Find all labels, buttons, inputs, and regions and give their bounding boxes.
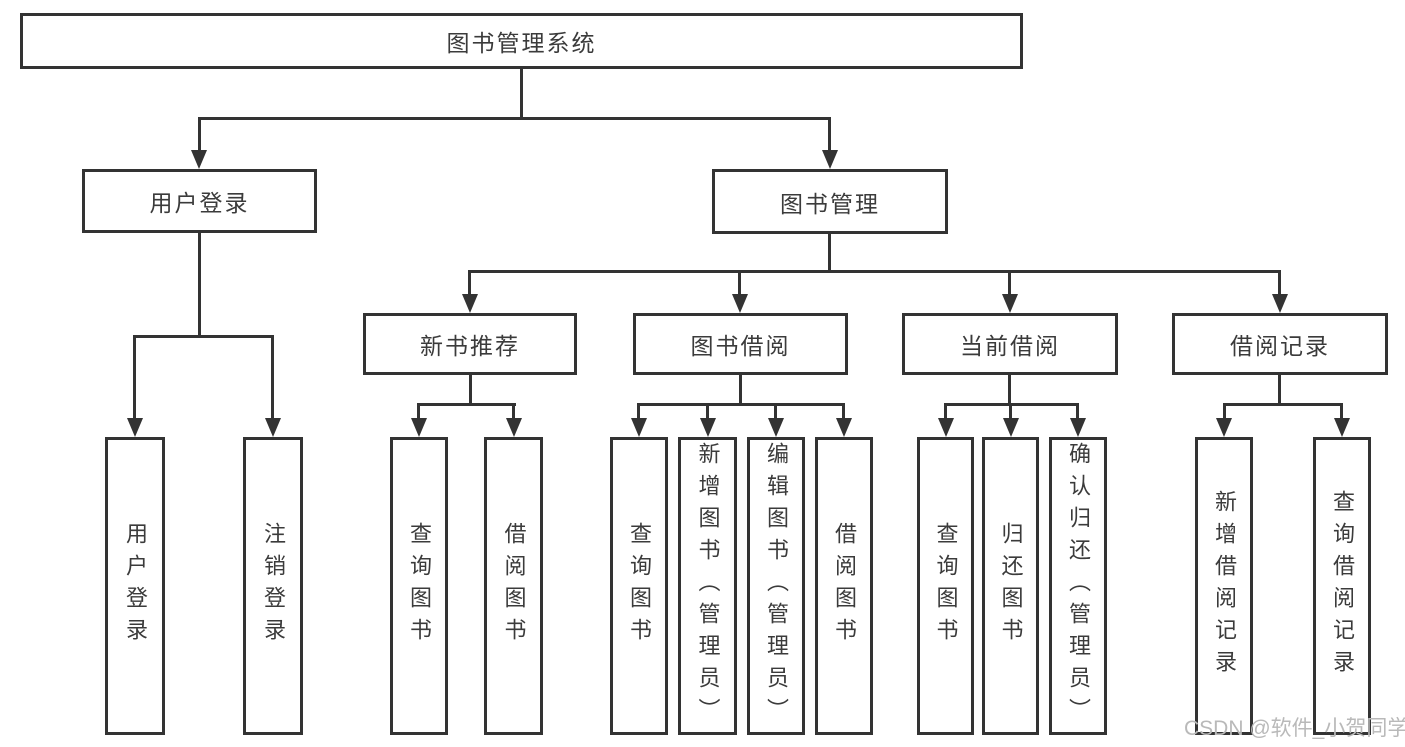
leaf-return-book: 归还图书	[982, 437, 1039, 735]
node-label: 新增图书（管理员）	[695, 442, 721, 730]
leaf-user-login: 用户登录	[105, 437, 165, 735]
leaf-borrow-books: 借阅图书	[815, 437, 873, 735]
connector-line	[1278, 270, 1281, 295]
connector-line	[1340, 403, 1343, 419]
connector-line	[198, 117, 201, 151]
arrow-down-icon	[938, 418, 954, 437]
connector-line	[944, 403, 947, 419]
connector-line	[198, 233, 201, 337]
arrow-down-icon	[1272, 294, 1288, 313]
node-root: 图书管理系统	[20, 13, 1023, 69]
arrow-down-icon	[1216, 418, 1232, 437]
connector-line	[512, 403, 515, 419]
connector-line	[469, 375, 472, 406]
node-label: 归还图书	[998, 522, 1024, 650]
arrow-down-icon	[1070, 418, 1086, 437]
node-label: 当前借阅	[960, 333, 1060, 359]
node-label: 借阅图书	[832, 522, 857, 650]
node-label: 查询图书	[627, 522, 652, 650]
node-label: 用户登录	[149, 190, 250, 216]
node-label: 用户登录	[123, 522, 148, 650]
leaf-query-books-recommend: 查询图书	[390, 437, 448, 735]
connector-line	[1008, 270, 1011, 295]
arrow-down-icon	[822, 150, 838, 169]
connector-line	[468, 270, 471, 295]
node-label: 注销登录	[261, 522, 286, 650]
leaf-borrow-books-recommend: 借阅图书	[484, 437, 543, 735]
connector-line	[1278, 375, 1281, 406]
node-label: 新增借阅记录	[1212, 490, 1237, 682]
connector-line	[1223, 403, 1343, 406]
arrow-down-icon	[411, 418, 427, 437]
node-book-borrow: 图书借阅	[633, 313, 848, 375]
connector-line	[828, 234, 831, 272]
node-label: 图书借阅	[690, 333, 791, 359]
arrow-down-icon	[1003, 418, 1019, 437]
connector-line	[842, 403, 845, 419]
arrow-down-icon	[506, 418, 522, 437]
connector-line	[520, 69, 523, 118]
arrow-down-icon	[631, 418, 647, 437]
connector-line	[738, 270, 741, 295]
leaf-add-book-admin: 新增图书（管理员）	[678, 437, 737, 735]
node-label: 借阅图书	[501, 522, 527, 650]
arrow-down-icon	[1334, 418, 1350, 437]
arrow-down-icon	[1002, 294, 1018, 313]
arrow-down-icon	[700, 418, 716, 437]
connector-line	[1223, 403, 1226, 419]
node-book-management: 图书管理	[712, 169, 948, 234]
node-label: 确认归还（管理员）	[1066, 442, 1091, 730]
node-label: 图书管理系统	[446, 30, 597, 56]
connector-line	[468, 270, 1281, 273]
connector-line	[637, 403, 640, 419]
arrow-down-icon	[127, 418, 143, 437]
connector-line	[133, 335, 274, 338]
connector-line	[417, 403, 420, 419]
node-current-borrow: 当前借阅	[902, 313, 1118, 375]
arrow-down-icon	[265, 418, 281, 437]
arrow-down-icon	[836, 418, 852, 437]
leaf-add-borrow-record: 新增借阅记录	[1195, 437, 1253, 735]
connector-line	[1076, 403, 1079, 419]
leaf-edit-book-admin: 编辑图书（管理员）	[747, 437, 805, 735]
node-user-login: 用户登录	[82, 169, 317, 233]
watermark-text: CSDN @软件_小贺同学	[1184, 717, 1405, 740]
node-label: 查询借阅记录	[1330, 490, 1355, 682]
connector-line	[417, 403, 516, 406]
leaf-confirm-return-admin: 确认归还（管理员）	[1049, 437, 1107, 735]
node-label: 图书管理	[780, 190, 880, 217]
connector-line	[739, 375, 742, 406]
leaf-query-books-borrow: 查询图书	[610, 437, 668, 735]
node-label: 新书推荐	[420, 333, 520, 359]
connector-line	[774, 403, 777, 419]
node-label: 查询图书	[933, 522, 959, 650]
leaf-query-borrow-record: 查询借阅记录	[1313, 437, 1371, 735]
connector-line	[1008, 375, 1011, 406]
node-label: 编辑图书（管理员）	[764, 442, 789, 730]
node-label: 借阅记录	[1230, 333, 1330, 359]
arrow-down-icon	[191, 150, 207, 169]
connector-line	[1009, 403, 1012, 419]
connector-line	[706, 403, 709, 419]
node-new-book-recommend: 新书推荐	[363, 313, 577, 375]
connector-line	[271, 335, 274, 419]
node-label: 查询图书	[407, 522, 432, 650]
connector-line	[198, 117, 831, 120]
arrow-down-icon	[768, 418, 784, 437]
leaf-query-books-current: 查询图书	[917, 437, 974, 735]
connector-line	[828, 117, 831, 151]
arrow-down-icon	[462, 294, 478, 313]
leaf-logout: 注销登录	[243, 437, 303, 735]
arrow-down-icon	[732, 294, 748, 313]
node-borrow-records: 借阅记录	[1172, 313, 1388, 375]
connector-line	[133, 335, 136, 419]
connector-line	[637, 403, 845, 406]
